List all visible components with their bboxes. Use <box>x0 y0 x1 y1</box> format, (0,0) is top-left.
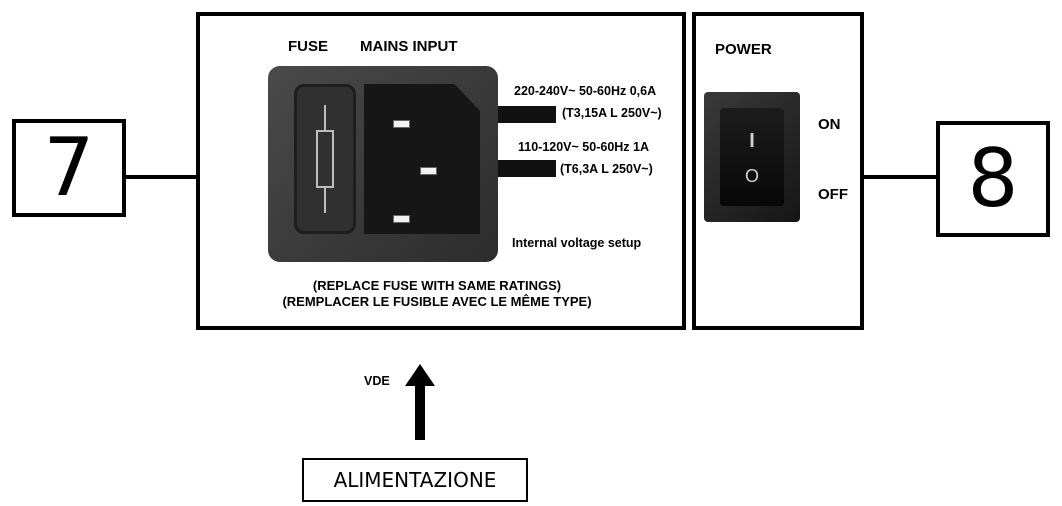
mains-input-label: MAINS INPUT <box>360 38 458 55</box>
rating-2-line2: (T6,3A L 250V~) <box>560 162 653 176</box>
switch-on-label: ON <box>818 116 841 133</box>
switch-off-symbol: O <box>744 166 759 186</box>
rocker-switch-icon[interactable]: I O <box>704 92 800 222</box>
callout-box-7: 7 <box>12 119 126 217</box>
internal-voltage-setup-label: Internal voltage setup <box>512 236 642 250</box>
switch-off-label: OFF <box>818 186 848 203</box>
rocker-switch-button[interactable]: I O <box>720 108 784 206</box>
fuse-label: FUSE <box>288 38 329 55</box>
rating-2-line1: 110-120V~ 50-60Hz 1A <box>518 140 649 154</box>
callout-number-8: 8 <box>967 132 1019 225</box>
switch-on-symbol: I <box>749 130 755 152</box>
rating-1-line2: (T3,15A L 250V~) <box>562 106 662 120</box>
rating-1-line1: 220-240V~ 50-60Hz 0,6A <box>514 84 657 98</box>
rating-2-bar <box>498 160 556 177</box>
fuse-note-en: (REPLACE FUSE WITH SAME RATINGS) <box>312 278 562 293</box>
inlet-pin-middle <box>420 167 437 175</box>
rating-1-bar <box>498 106 556 123</box>
fuse-drawer[interactable] <box>294 84 356 234</box>
mains-input-panel: FUSE MAINS INPUT 220-240V~ 50-60Hz 0,6A … <box>196 12 686 330</box>
callout-number-7: 7 <box>43 121 95 214</box>
iec-power-socket <box>268 66 498 262</box>
inlet-pin-top <box>393 120 410 128</box>
power-panel: POWER I O ON OFF <box>692 12 864 330</box>
vde-label: VDE <box>364 374 390 388</box>
connector-line-left <box>124 175 200 179</box>
fuse-icon <box>316 105 334 213</box>
up-arrow-icon <box>405 364 435 440</box>
power-label: POWER <box>715 41 772 58</box>
callout-box-8: 8 <box>936 121 1050 237</box>
mains-inlet <box>364 84 480 234</box>
alimentazione-box: ALIMENTAZIONE <box>302 458 528 502</box>
inlet-pin-bottom <box>393 215 410 223</box>
connector-line-right <box>862 175 938 179</box>
fuse-note-fr: (REMPLACER LE FUSIBLE AVEC LE MÊME TYPE) <box>282 294 592 309</box>
alimentazione-caption: ALIMENTAZIONE <box>333 468 497 492</box>
